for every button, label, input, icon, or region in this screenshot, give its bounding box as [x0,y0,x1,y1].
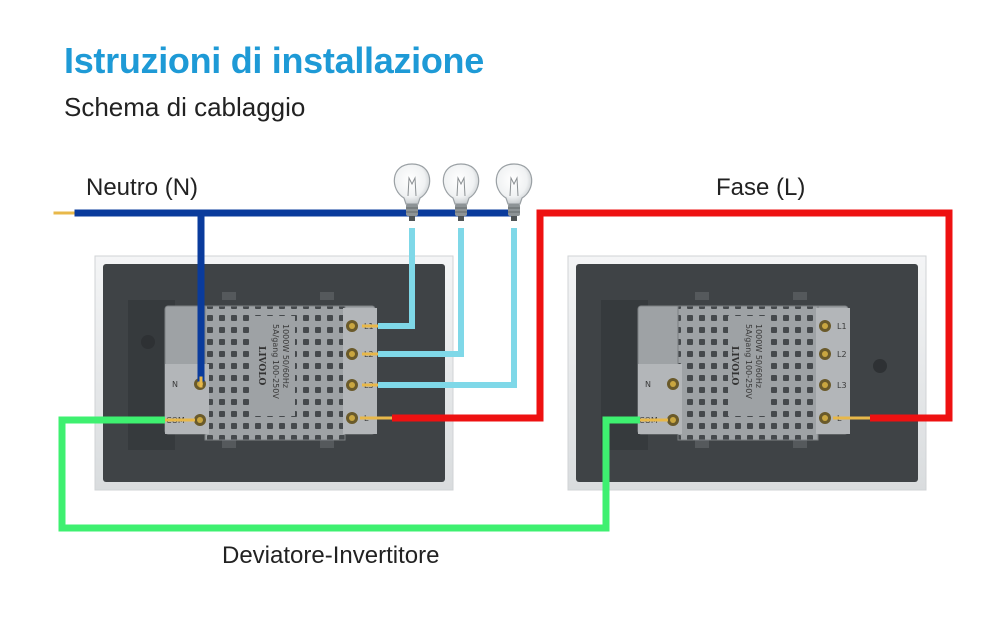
traveler-label: Deviatore-Invertitore [222,542,440,569]
switch-left-brand: LIVOLO [256,346,266,386]
switch-right-brand: LIVOLO [729,346,739,386]
page-subtitle: Schema di cablaggio [64,92,306,122]
switch-right: 1000W 50/60Hz 5A/gang 100-250V LIVOLO L1… [567,255,927,491]
lamp-wires [378,228,517,388]
svg-text:1000W 50/60Hz: 1000W 50/60Hz [754,324,763,388]
bulb-icon [393,163,431,221]
page-title: Istruzioni di installazione [64,40,484,81]
phase-label: Fase (L) [716,174,806,201]
switch-left-term-n: N [172,380,178,389]
switch-right-term-l3: L3 [837,381,847,390]
svg-text:1000W 50/60Hz: 1000W 50/60Hz [281,324,290,388]
switch-right-terminal-block: L1 L2 L3 L [816,308,850,434]
switch-left: 1000W 50/60Hz 5A/gang 100-250V LIVOLO L1… [94,255,454,491]
phase-wire [392,209,953,422]
switch-right-term-l1: L1 [837,322,847,331]
svg-text:5A/gang 100-250V: 5A/gang 100-250V [271,324,280,399]
neutral-label: Neutro (N) [86,174,199,201]
bulb-icon [495,163,533,221]
neutral-wire [53,209,516,388]
bulb-icon [442,163,480,221]
switch-right-term-l2: L2 [837,350,847,359]
svg-text:5A/gang 100-250V: 5A/gang 100-250V [744,324,753,399]
switch-right-term-n: N [645,380,651,389]
traveler-wire [58,416,640,532]
switch-right-neutral-block: N COM [638,364,682,434]
